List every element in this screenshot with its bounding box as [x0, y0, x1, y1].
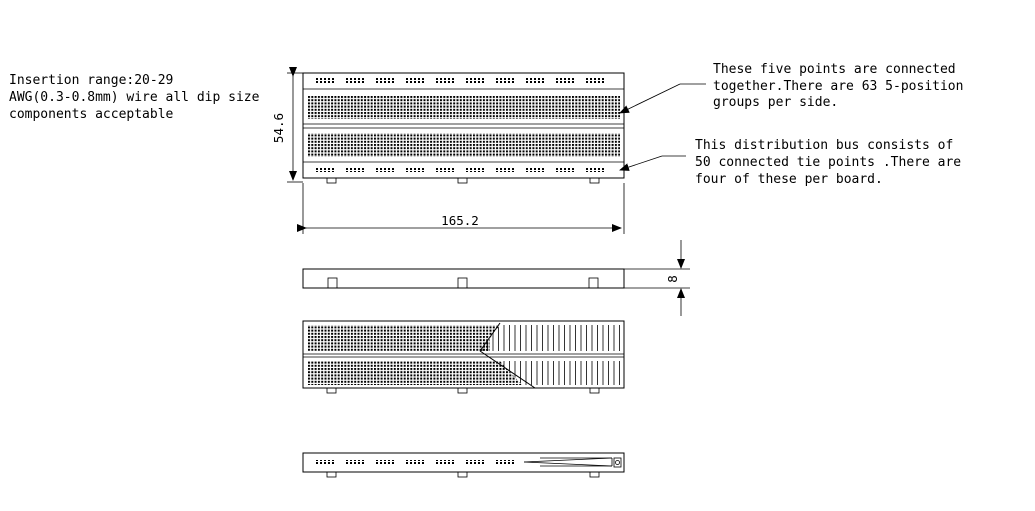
mount-foot — [326, 177, 337, 184]
distribution-bus-note: This distribution bus consists of 50 con… — [695, 138, 961, 187]
terminal-strip-note-line-3: groups per side. — [713, 95, 838, 110]
height-dimension: 8 — [624, 240, 690, 316]
side-outline — [302, 268, 625, 289]
top-view — [302, 72, 625, 184]
mount-foot — [589, 387, 600, 394]
length-dimension-label: 165.2 — [441, 213, 479, 228]
mount-foot — [326, 387, 337, 394]
mount-foot — [457, 177, 468, 184]
power-bus-bottom-holes — [316, 167, 614, 172]
cutaway-grid-bottom — [308, 361, 488, 385]
cutaway-grid-wedge — [488, 361, 522, 385]
cut-line — [479, 350, 536, 389]
distribution-bus-note-line-2: 50 connected tie points .There are — [695, 155, 961, 170]
contact-ribs-bottom — [500, 361, 620, 385]
insertion-note-line-2: AWG(0.3-0.8mm) wire all dip size — [9, 90, 260, 105]
mount-foot — [589, 471, 600, 478]
side-view — [302, 268, 625, 289]
cutaway-view — [302, 320, 625, 394]
width-dimension: 54.6 — [271, 67, 303, 183]
power-bus-top-holes — [316, 78, 614, 83]
bus-strip-holes — [316, 460, 524, 465]
terminal-grid-bottom — [308, 133, 620, 157]
terminal-strip-leader — [619, 83, 706, 114]
mount-foot — [589, 177, 600, 184]
bus-end-cap — [613, 457, 622, 468]
insertion-note: Insertion range:20-29 AWG(0.3-0.8mm) wir… — [9, 73, 260, 122]
terminal-strip-note: These five points are connected together… — [713, 62, 963, 110]
mount-foot — [457, 387, 468, 394]
cutaway-grid-top — [308, 325, 490, 351]
side-notch — [588, 277, 599, 289]
contact-ribs-top — [480, 325, 620, 351]
length-dimension: 165.2 — [297, 183, 625, 234]
mount-foot — [457, 471, 468, 478]
terminal-strip-note-line-2: together.There are 63 5-position — [713, 79, 963, 94]
side-notch — [457, 277, 468, 289]
distribution-bus-note-line-1: This distribution bus consists of — [695, 138, 953, 153]
mount-foot — [326, 471, 337, 478]
width-dimension-label: 54.6 — [271, 113, 286, 143]
cut-line — [479, 322, 501, 352]
height-dimension-label: 8 — [665, 275, 680, 283]
bus-strip-view — [302, 452, 625, 478]
insertion-note-line-1: Insertion range:20-29 — [9, 73, 173, 88]
side-notch — [327, 277, 338, 289]
terminal-strip-note-line-1: These five points are connected — [713, 62, 956, 77]
terminal-grid-top — [308, 96, 620, 119]
distribution-bus-note-line-3: four of these per board. — [695, 172, 883, 187]
distribution-bus-leader — [619, 155, 686, 171]
insertion-note-line-3: components acceptable — [9, 107, 174, 122]
